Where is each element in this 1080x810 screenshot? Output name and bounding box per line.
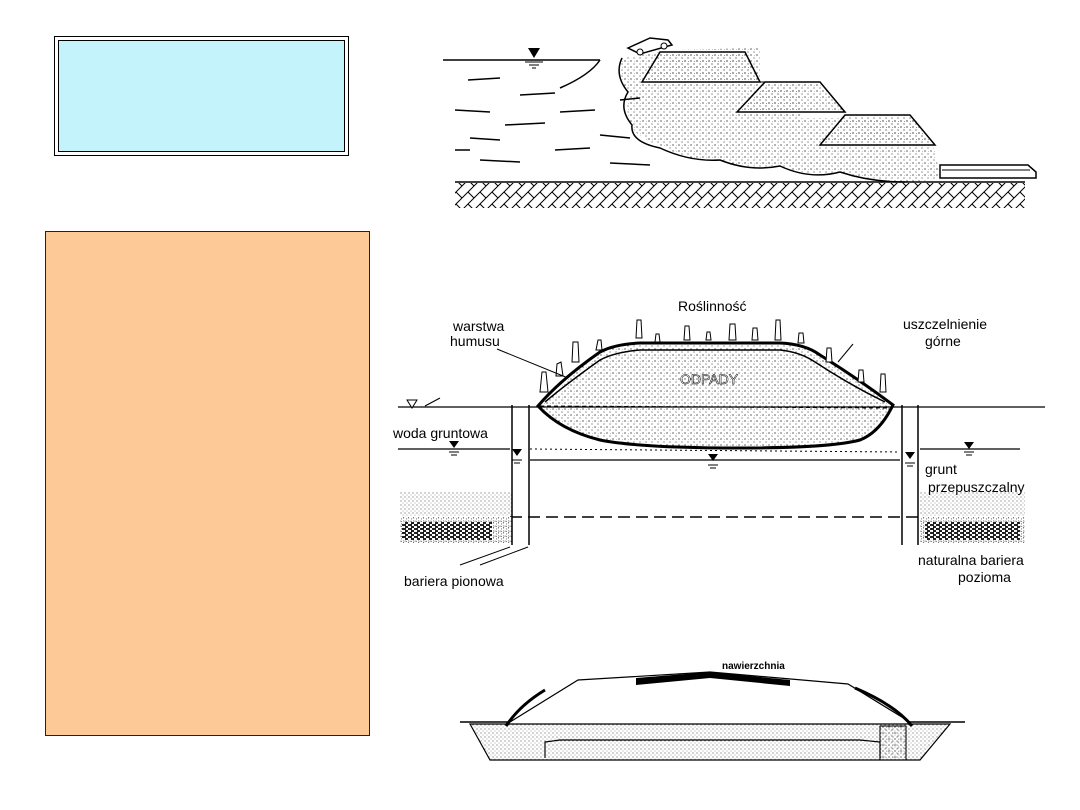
road-figure: [460, 671, 965, 761]
label-natural-1: naturalna bariera: [918, 552, 1024, 568]
label-vertical-barrier: bariera pionowa: [404, 573, 504, 589]
embankment-figure: [443, 37, 1037, 208]
blue-panel: [54, 36, 349, 156]
label-natural-2: pozioma: [958, 569, 1011, 585]
orange-panel: [45, 231, 370, 736]
label-permeable-1: grunt: [925, 461, 957, 477]
label-waste: ODPADY: [680, 371, 739, 388]
label-vegetation: Roślinność: [678, 298, 747, 314]
label-seal-2: górne: [925, 333, 961, 349]
label-humus-1: warstwa: [453, 318, 505, 334]
label-seal-1: uszczelnienie: [903, 316, 988, 332]
blue-panel-inner: [58, 40, 345, 152]
label-humus-2: humusu: [450, 333, 500, 349]
landfill-figure: [398, 319, 1045, 566]
label-groundwater: woda gruntowa: [393, 425, 488, 441]
label-permeable-2: przepuszczalny: [928, 479, 1025, 495]
label-road-surface: nawierzchnia: [722, 661, 785, 672]
